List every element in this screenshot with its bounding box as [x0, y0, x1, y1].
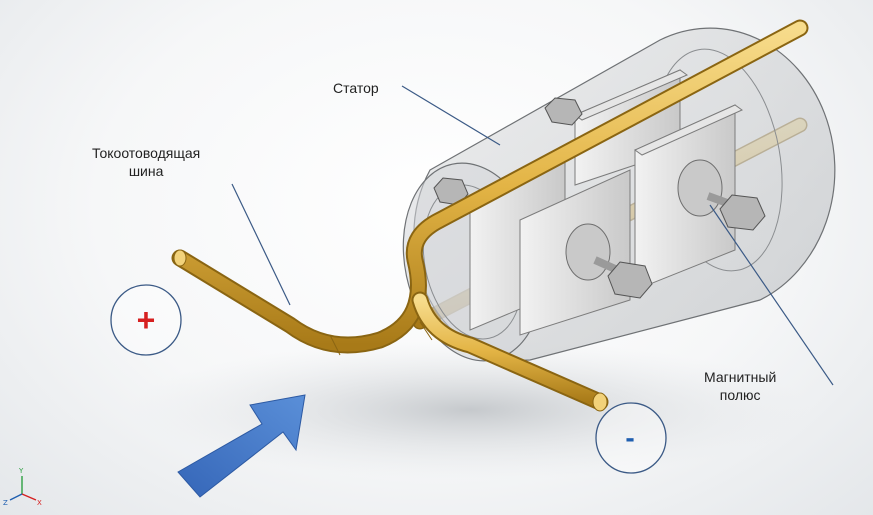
axis-triad-icon: Y X Z: [3, 467, 42, 507]
positive-sign: +: [136, 302, 156, 338]
magnetic-pole-label-line2: полюс: [719, 387, 761, 403]
bus-bar-label-line2: шина: [128, 163, 164, 179]
axis-z-label: Z: [3, 499, 8, 507]
leader-lines: [231, 85, 834, 386]
direction-arrow: [177, 394, 306, 498]
axis-x-label: X: [37, 499, 42, 507]
magnetic-pole-label-line1: Магнитный: [704, 369, 777, 385]
positive-terminal-circle: [110, 284, 182, 356]
bus-bar-label: Токоотоводящая шина: [92, 144, 200, 180]
stator-label: Статор: [333, 80, 379, 96]
negative-terminal-circle: [595, 402, 667, 474]
bus-bar-front: [171, 19, 809, 356]
pole-bolts: [433, 97, 766, 299]
bus-bar-negative: [411, 291, 609, 412]
magnetic-pole-label: Магнитный полюс: [704, 368, 776, 404]
floor-shadow: [130, 340, 810, 480]
negative-sign: -: [625, 422, 635, 453]
bus-bar-label-line1: Токоотоводящая: [92, 145, 201, 161]
axis-y-label: Y: [18, 467, 24, 475]
